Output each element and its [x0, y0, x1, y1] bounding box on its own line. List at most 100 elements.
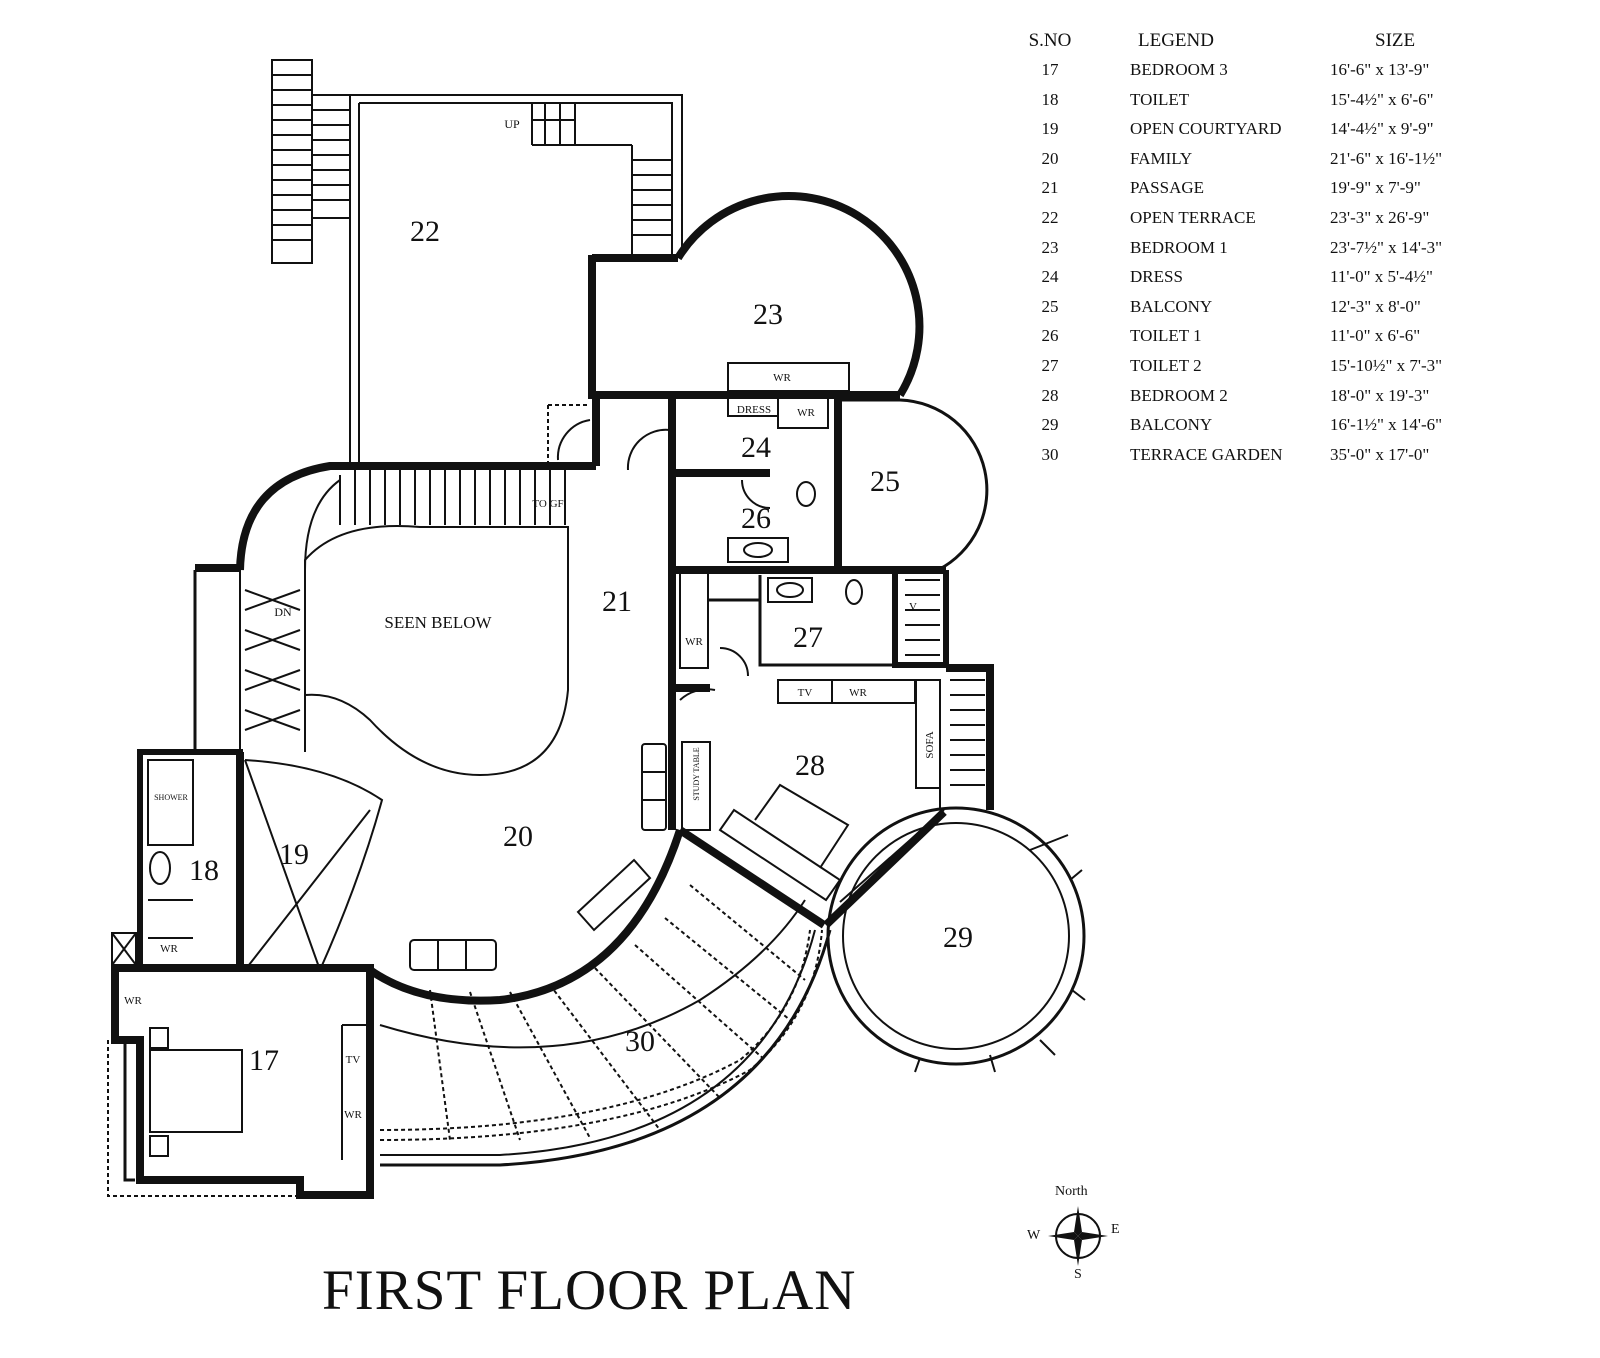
legend-sno: 30: [1041, 444, 1059, 464]
external-staircase: [271, 59, 351, 264]
room-label-30: 30: [625, 1025, 655, 1058]
room-label-19: 19: [279, 838, 309, 871]
seen-below-label: SEEN BELOW: [384, 613, 492, 632]
tv-label-bedroom2: TV: [798, 687, 813, 699]
legend-row: 28 BEDROOM 2 18'-0" x 19'-3": [1020, 386, 1580, 416]
legend-size: 11'-0" x 6'-6": [1330, 326, 1421, 346]
room-label-27: 27: [793, 621, 823, 654]
courtyard19: [236, 752, 384, 971]
legend-sno: 29: [1041, 415, 1059, 435]
page-title: FIRST FLOOR PLAN: [322, 1259, 857, 1322]
legend-header-legend: LEGEND: [1138, 30, 1214, 51]
room-label-23: 23: [753, 298, 783, 331]
room-label-20: 20: [503, 820, 533, 853]
legend-row: 17 BEDROOM 3 16'-6" x 13'-9": [1020, 60, 1580, 90]
wr-label-bedroom1: WR: [773, 372, 791, 384]
legend-table: S.NO LEGEND SIZE 17 BEDROOM 3 16'-6" x 13'…: [1020, 30, 1580, 474]
legend-name: FAMILY: [1130, 148, 1193, 168]
legend-name: TERRACE GARDEN: [1130, 444, 1283, 464]
wr-label-toilet18: WR: [160, 943, 178, 955]
study-table-label: STUDY TABLE: [692, 747, 701, 800]
legend-name: TOILET 1: [1130, 326, 1202, 346]
terrace-garden: [379, 884, 832, 1167]
room-label-29: 29: [943, 921, 973, 954]
legend-row: 23 BEDROOM 1 23'-7½" x 14'-3": [1020, 238, 1580, 268]
room-label-17: 17: [249, 1044, 279, 1077]
legend-size: 35'-0" x 17'-0": [1330, 444, 1430, 464]
compass-west-label: W: [1027, 1228, 1041, 1243]
legend-sno: 22: [1041, 207, 1059, 227]
legend-name: BEDROOM 2: [1130, 385, 1228, 405]
to-gf-label: TO GF: [532, 498, 563, 510]
legend-name: BEDROOM 1: [1130, 237, 1228, 257]
legend-sno: 24: [1041, 267, 1059, 287]
legend-size: 15'-4½" x 6'-6": [1330, 89, 1434, 109]
legend-name: DRESS: [1130, 267, 1183, 287]
wr-label-bedroom3-2: WR: [344, 1109, 362, 1121]
wr-label-bedroom2: WR: [849, 687, 867, 699]
legend-sno: 26: [1041, 326, 1059, 346]
legend-sno: 21: [1041, 178, 1059, 198]
sofa-label: SOFA: [924, 731, 936, 758]
v-label: V: [909, 601, 917, 613]
legend-sno: 20: [1041, 148, 1059, 168]
seen-below-void: [304, 524, 569, 777]
room-label-28: 28: [795, 749, 825, 782]
legend-size: 19'-9" x 7'-9": [1330, 178, 1421, 198]
legend-sno: 25: [1041, 296, 1059, 316]
legend-sno: 17: [1041, 60, 1059, 79]
legend-size: 23'-7½" x 14'-3": [1330, 237, 1443, 257]
room-label-25: 25: [870, 465, 900, 498]
legend-size: 23'-3" x 26'-9": [1330, 207, 1430, 227]
family-sofas: [409, 858, 652, 971]
legend-name: BALCONY: [1130, 415, 1213, 435]
legend-name: BEDROOM 3: [1130, 60, 1228, 79]
legend-sno: 28: [1041, 385, 1059, 405]
dress-label: DRESS: [737, 404, 771, 416]
legend-name: PASSAGE: [1130, 178, 1205, 198]
legend-header-size: SIZE: [1375, 30, 1416, 51]
legend-name: TOILET 2: [1130, 355, 1202, 375]
north-arrow-compass: North W E S: [1015, 1180, 1145, 1290]
legend-size: 16'-1½" x 14'-6": [1330, 415, 1443, 435]
legend-sno: 19: [1041, 119, 1059, 139]
legend-sno: 23: [1041, 237, 1059, 257]
compass-north-label: North: [1055, 1184, 1088, 1199]
legend-size: 16'-6" x 13'-9": [1330, 60, 1430, 79]
legend-sno: 27: [1041, 355, 1059, 375]
tv-label-bedroom3: TV: [346, 1054, 361, 1066]
compass-south-label: S: [1074, 1267, 1082, 1282]
wr-label-dress: WR: [797, 407, 815, 419]
compass-rose-icon: [1048, 1206, 1108, 1266]
legend-row: 26 TOILET 1 11'-0" x 6'-6": [1020, 326, 1580, 356]
legend-size: 11'-0" x 5'-4½": [1330, 267, 1433, 287]
legend-row: 29 BALCONY 16'-1½" x 14'-6": [1020, 415, 1580, 445]
legend-size: 18'-0" x 19'-3": [1330, 385, 1430, 405]
open-terrace-outline: [349, 94, 683, 466]
legend-row: 24 DRESS 11'-0" x 5'-4½": [1020, 267, 1580, 297]
legend-name: BALCONY: [1130, 296, 1213, 316]
legend-name: TOILET: [1130, 89, 1190, 109]
room-label-24: 24: [741, 431, 771, 464]
room-label-18: 18: [189, 854, 219, 887]
bedroom1-walls: [588, 192, 924, 399]
legend-row: 27 TOILET 2 15'-10½" x 7'-3": [1020, 356, 1580, 386]
legend-name: OPEN COURTYARD: [1130, 119, 1282, 139]
legend-row: 30 TERRACE GARDEN 35'-0" x 17'-0": [1020, 445, 1580, 475]
compass-east-label: E: [1111, 1222, 1120, 1237]
legend-header-sno: S.NO: [1028, 30, 1072, 51]
room-label-21: 21: [602, 585, 632, 618]
legend-name: OPEN TERRACE: [1130, 207, 1256, 227]
room-label-26: 26: [741, 502, 771, 535]
bedroom3-walls: [107, 932, 374, 1199]
legend-row: 22 OPEN TERRACE 23'-3" x 26'-9": [1020, 208, 1580, 238]
up-label: UP: [504, 117, 520, 131]
legend-size: 15'-10½" x 7'-3": [1330, 355, 1443, 375]
legend-size: 14'-4½" x 9'-9": [1330, 119, 1434, 139]
dn-label: DN: [274, 605, 292, 619]
wr-label-bedroom3: WR: [124, 995, 142, 1007]
